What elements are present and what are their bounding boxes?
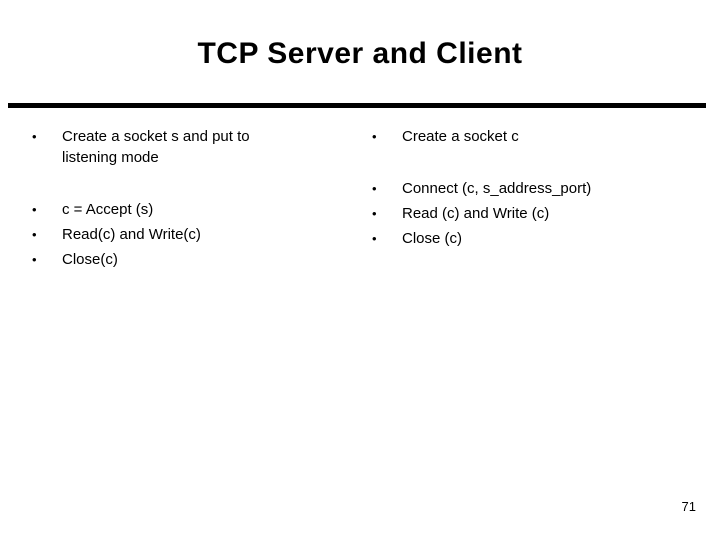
- bullet-icon: •: [372, 231, 377, 246]
- list-item: • Connect (c, s_address_port): [372, 178, 672, 199]
- page-number: 71: [681, 499, 696, 514]
- list-item-text: Create a socket s and put to listening m…: [62, 128, 250, 166]
- list-item-text: Connect (c, s_address_port): [402, 180, 592, 197]
- bullet-icon: •: [32, 252, 37, 267]
- slide-title: TCP Server and Client: [197, 37, 523, 70]
- bullet-icon: •: [32, 227, 37, 242]
- server-steps-list: • Create a socket s and put to listening…: [32, 126, 308, 274]
- title-divider: [8, 103, 706, 108]
- list-item-text: Close(c): [62, 251, 118, 268]
- list-item-text: Close (c): [402, 230, 463, 247]
- list-item: • c = Accept (s): [32, 199, 308, 220]
- list-item: • Read(c) and Write(c): [32, 224, 308, 245]
- list-item: • Create a socket c: [372, 126, 672, 147]
- list-item-text: Read (c) and Write (c): [402, 205, 550, 222]
- list-item: • Read (c) and Write (c): [372, 203, 672, 224]
- bullet-icon: •: [32, 129, 37, 144]
- bullet-icon: •: [32, 202, 37, 217]
- list-item-text: Read(c) and Write(c): [62, 226, 201, 243]
- bullet-icon: •: [372, 181, 377, 196]
- list-item-text: Create a socket c: [402, 128, 519, 145]
- bullet-icon: •: [372, 129, 377, 144]
- list-item: • Create a socket s and put to listening…: [32, 126, 308, 168]
- list-item: • Close (c): [372, 228, 672, 249]
- list-item: • Close(c): [32, 249, 308, 270]
- client-steps-list: • Create a socket c • Connect (c, s_addr…: [372, 126, 672, 253]
- bullet-icon: •: [372, 206, 377, 221]
- list-item-text: c = Accept (s): [62, 201, 154, 218]
